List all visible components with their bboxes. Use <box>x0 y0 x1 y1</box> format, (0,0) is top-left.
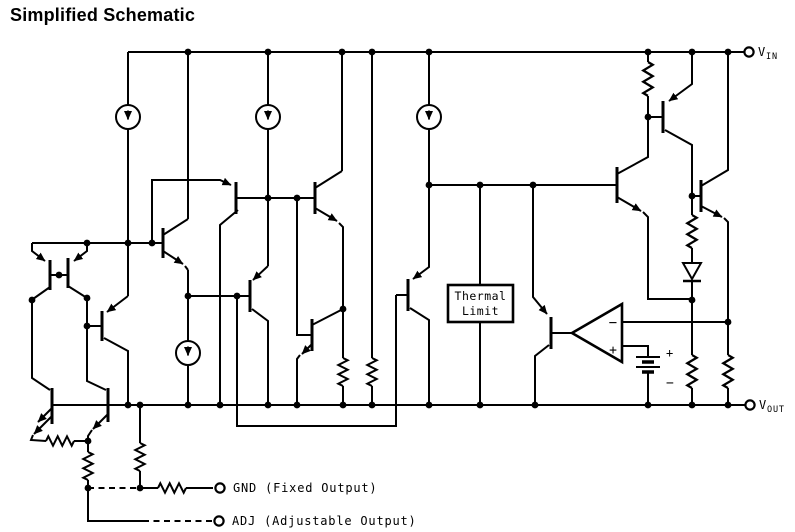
feedback-resistors <box>686 300 734 405</box>
gnd-terminal: GND (Fixed Output) <box>214 481 377 495</box>
current-source-4 <box>417 52 441 185</box>
left-collector-wires <box>31 298 107 391</box>
current-source-2 <box>256 52 280 266</box>
pnp-transistor-q9 <box>396 185 430 405</box>
current-source-1 <box>116 52 140 296</box>
npn-transistor-q2 <box>87 388 110 441</box>
npn-transistor-q6 <box>313 52 349 405</box>
vin-label: VIN <box>758 45 778 62</box>
gnd-label: GND (Fixed Output) <box>233 481 377 495</box>
comparator-opamp: − + <box>569 301 728 365</box>
junction-dots <box>28 48 732 492</box>
thermal-limit-box <box>446 283 515 324</box>
resistor-r-emitter <box>45 435 88 447</box>
npn-transistor-q1-dual-emitter <box>29 388 54 442</box>
pnp-transistor-q7 <box>248 265 269 405</box>
vout-label: VOUT <box>759 398 785 415</box>
adj-terminal: ADJ (Adjustable Output) <box>213 514 417 528</box>
zener-diode-branch <box>681 196 703 300</box>
npn-transistor-q13-output <box>692 52 729 322</box>
pnp-pair-left <box>31 243 88 300</box>
npn-transistor-q11 <box>615 117 692 300</box>
pnp-transistor-q12 <box>648 52 693 196</box>
battery-minus-label: − <box>666 376 674 391</box>
opamp-noninverting-label: + <box>609 343 617 358</box>
resistor-bias-top <box>642 52 654 117</box>
adj-label: ADJ (Adjustable Output) <box>232 514 417 528</box>
current-source-3 <box>176 270 200 405</box>
npn-transistor-q4 <box>161 52 189 271</box>
resistor-vin-chain <box>366 52 378 405</box>
under-rail-route <box>236 295 397 427</box>
page-title: Simplified Schematic <box>10 5 196 25</box>
diode-icon <box>681 262 703 282</box>
pnp-transistor-q10 <box>532 185 572 405</box>
thermal-limit-label-1: Thermal <box>455 289 507 303</box>
reference-battery: + − <box>636 346 674 405</box>
thermal-limit-block: Thermal Limit <box>446 185 515 405</box>
vin-terminal: VIN <box>743 45 778 62</box>
pnp-transistor-q3 <box>87 295 129 405</box>
battery-plus-label: + <box>666 346 673 360</box>
adj-divider <box>82 405 213 522</box>
npn-transistor-q8 <box>296 198 344 405</box>
vout-terminal: VOUT <box>744 398 785 415</box>
thermal-limit-label-2: Limit <box>462 304 499 318</box>
opamp-inverting-label: − <box>609 315 617 331</box>
pnp-transistor-q5 <box>219 182 315 405</box>
